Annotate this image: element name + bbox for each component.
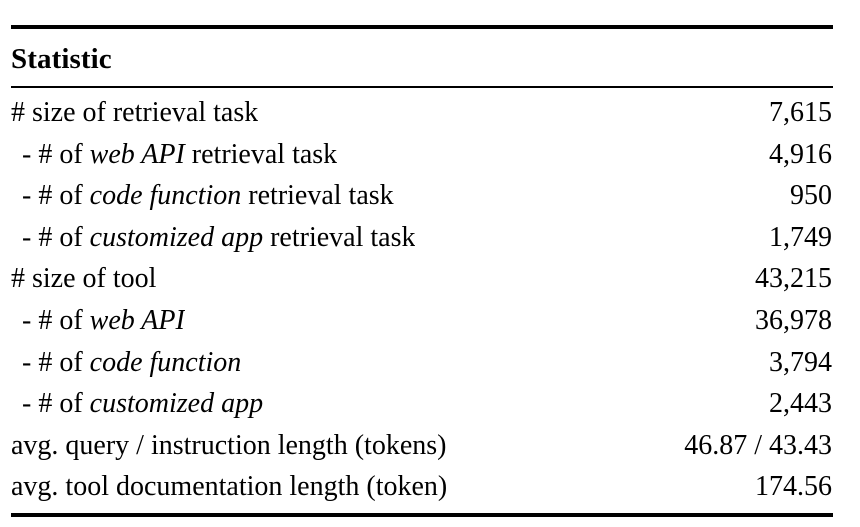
- statistics-table: Statistic # size of retrieval task 7,615 -…: [11, 0, 833, 527]
- row-label-prefix: - # of: [22, 180, 90, 212]
- row-label-prefix: avg. tool documentation length (token): [11, 471, 448, 503]
- row-value: 950: [790, 180, 832, 212]
- row-value: 1,749: [769, 221, 832, 253]
- row-value: 7,615: [769, 97, 832, 128]
- row-label: - # of customized app retrieval task: [11, 217, 415, 259]
- row-label: - # of customized app: [11, 383, 263, 425]
- table-row: - # of code function retrieval task 950: [11, 175, 833, 217]
- row-value: 3,794: [769, 346, 832, 378]
- table-bottom-rule: [11, 513, 833, 517]
- row-label: # size of retrieval task: [11, 92, 258, 134]
- row-label-prefix: avg. query / instruction length (tokens): [11, 429, 447, 461]
- row-value: 36,978: [755, 304, 832, 336]
- column-header-statistic: Statistic: [11, 42, 112, 75]
- row-label: - # of web API: [11, 300, 185, 342]
- row-value: 174.56: [755, 471, 832, 503]
- row-value: 43,215: [755, 263, 832, 295]
- row-value: 46.87 / 43.43: [684, 429, 832, 461]
- table-header-rule: [11, 86, 833, 88]
- row-label: - # of web API retrieval task: [11, 134, 337, 176]
- row-label-emphasis: code function: [89, 180, 242, 212]
- row-label-suffix: retrieval task: [184, 138, 338, 170]
- row-label-prefix: # size of tool: [11, 263, 157, 295]
- row-label-emphasis: customized app: [89, 388, 264, 420]
- table-row: - # of customized app retrieval task 1,74…: [11, 217, 833, 259]
- row-label-suffix: retrieval task: [263, 221, 416, 253]
- table-row: - # of customized app 2,443: [11, 383, 833, 425]
- table-top-rule: [11, 25, 833, 29]
- table-row: avg. query / instruction length (tokens)…: [11, 425, 833, 467]
- table-body: # size of retrieval task 7,615 - # of web …: [11, 92, 833, 508]
- row-label: - # of code function: [11, 342, 241, 384]
- table-row: avg. tool documentation length (token) 17…: [11, 466, 833, 508]
- row-label-emphasis: code function: [89, 346, 242, 378]
- table-row: - # of code function 3,794: [11, 342, 833, 384]
- row-label-prefix: - # of: [22, 304, 90, 336]
- row-label-prefix: - # of: [22, 138, 90, 170]
- row-value: 4,916: [769, 138, 832, 170]
- row-label-prefix: - # of: [22, 388, 90, 420]
- row-label: avg. query / instruction length (tokens): [11, 425, 446, 467]
- row-label: # size of tool: [11, 258, 156, 300]
- row-label: avg. tool documentation length (token): [11, 466, 447, 508]
- table-row: # size of tool 43,215: [11, 258, 833, 300]
- row-label-emphasis: web API: [89, 304, 185, 336]
- row-label-prefix: - # of: [22, 346, 90, 378]
- table-header-row: Statistic: [11, 36, 833, 82]
- row-label-prefix: - # of: [22, 221, 90, 253]
- row-label-emphasis: web API: [89, 138, 185, 170]
- row-label-suffix: retrieval task: [241, 180, 394, 212]
- table-row: - # of web API 36,978: [11, 300, 833, 342]
- row-label: - # of code function retrieval task: [11, 175, 394, 217]
- table-row: # size of retrieval task 7,615: [11, 92, 833, 134]
- row-value: 2,443: [769, 388, 832, 420]
- table-row: - # of web API retrieval task 4,916: [11, 134, 833, 176]
- row-label-emphasis: customized app: [89, 221, 264, 253]
- row-label-prefix: # size of retrieval task: [11, 97, 259, 128]
